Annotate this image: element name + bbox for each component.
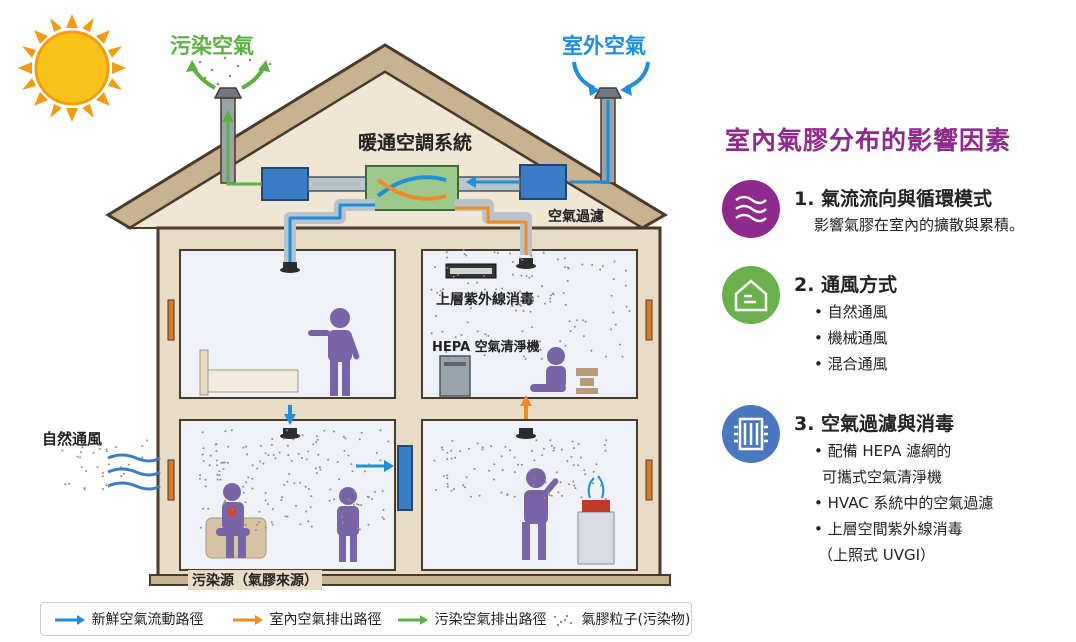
bed — [199, 349, 299, 396]
panel-title: 室內氣膠分布的影響因素 — [725, 126, 1012, 155]
polluted-air-arrows — [190, 64, 266, 90]
green-arrow-icon — [398, 615, 428, 625]
house-diagram — [18, 14, 671, 586]
legend-exhaust: 室內空氣排出路徑 — [231, 609, 381, 629]
air-filter-label: 空氣過濾 — [548, 209, 604, 225]
person-standing-upstairs — [308, 308, 360, 396]
factor-2-title: 2. 通風方式 — [794, 274, 898, 296]
hvac-label: 暖通空調系統 — [358, 132, 473, 154]
hepa-label: HEPA 空氣清淨機 — [432, 340, 540, 355]
factor-3-list: • 配備 HEPA 濾網的 可攜式空氣清淨機 • HVAC 系統中的空氣過濾 •… — [814, 438, 993, 568]
supply-duct — [284, 199, 532, 262]
stove-pot — [577, 475, 615, 565]
hvac-unit — [261, 164, 567, 211]
ceiling-diffuser — [280, 258, 536, 439]
list-item: （上照式 UVGI） — [818, 546, 936, 564]
legend-exhaust-label: 室內空氣排出路徑 — [269, 612, 382, 628]
legend-polluted: 污染空氣排出路徑 — [396, 609, 546, 629]
factor-filtration: 3. 空氣過濾與消毒 • 配備 HEPA 濾網的 可攜式空氣清淨機 • HVAC… — [722, 405, 1072, 575]
house-vent-icon — [722, 266, 780, 324]
natural-vent-label: 自然通風 — [42, 430, 103, 448]
list-item: • 混合通風 — [814, 355, 888, 373]
window — [397, 445, 413, 511]
blue-arrow-icon — [55, 615, 85, 625]
person-sick-on-chair — [205, 483, 267, 559]
hepa-purifier-icon — [439, 355, 471, 397]
person-cooking — [522, 468, 559, 560]
list-item: • 自然通風 — [814, 303, 888, 321]
factor-3-title: 3. 空氣過濾與消毒 — [794, 413, 955, 435]
intake-vent — [593, 87, 623, 184]
legend-fresh-label: 新鮮空氣流動路徑 — [91, 612, 204, 628]
outdoor-air-arrows — [572, 61, 650, 90]
legend-aerosol-label: 氣膠粒子(污染物) — [581, 612, 691, 628]
list-item: • 機械通風 — [814, 329, 888, 347]
legend-fresh: 新鮮空氣流動路徑 — [53, 609, 203, 629]
list-item: • HVAC 系統中的空氣過濾 — [814, 494, 994, 512]
list-item: • 上層空間紫外線消毒 — [814, 520, 963, 538]
person-standing-downstairs — [337, 487, 359, 562]
factor-airflow: 1. 氣流流向與循環模式 影響氣膠在室內的擴散與累積。 — [722, 180, 1072, 240]
list-item: • 配備 HEPA 濾網的 — [814, 442, 952, 460]
airflow-icon — [722, 180, 780, 238]
factor-1-title: 1. 氣流流向與循環模式 — [794, 188, 993, 210]
polluted-air-label: 污染空氣 — [170, 34, 254, 58]
legend: 新鮮空氣流動路徑 室內空氣排出路徑 污染空氣排出路徑 氣膠粒子(污染物) — [40, 602, 692, 636]
factor-1-body: 影響氣膠在室內的擴散與累積。 — [814, 216, 1025, 234]
factor-2-list: • 自然通風 • 機械通風 • 混合通風 — [814, 299, 888, 377]
dots-icon — [553, 614, 573, 627]
list-item: 可攜式空氣清淨機 — [822, 468, 943, 486]
toy-blocks — [576, 368, 598, 394]
upper-uv-label: 上層紫外線消毒 — [436, 292, 534, 308]
legend-aerosol: 氣膠粒子(污染物) — [551, 609, 690, 629]
source-label: 污染源（氣膠來源） — [188, 570, 322, 590]
outdoor-air-label: 室外空氣 — [562, 34, 646, 58]
filter-icon — [722, 405, 780, 463]
legend-polluted-label: 污染空氣排出路徑 — [434, 612, 547, 628]
person-sitting-upstairs — [530, 347, 566, 392]
orange-arrow-icon — [233, 615, 263, 625]
aerosol-particles — [61, 249, 631, 531]
natural-ventilation-icon — [107, 453, 161, 491]
sun-icon — [18, 14, 126, 122]
factor-ventilation: 2. 通風方式 • 自然通風 • 機械通風 • 混合通風 — [722, 266, 1072, 386]
